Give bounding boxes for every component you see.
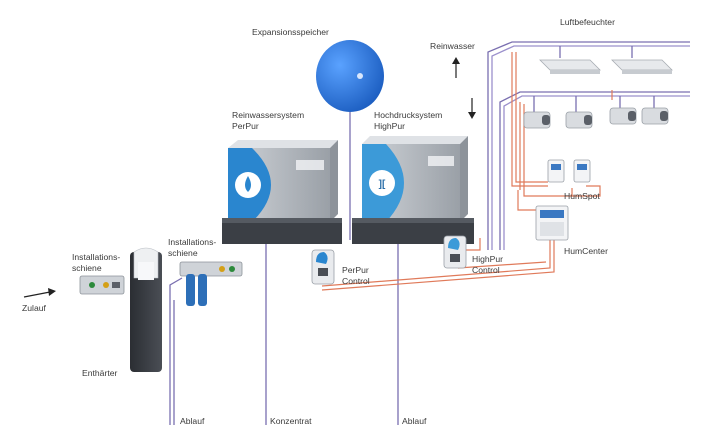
label-expansion-tank: Expansionsspeicher bbox=[252, 27, 329, 37]
label-perpur-control-line1: PerPur bbox=[342, 265, 369, 275]
label-highpur-system-name: HighPur bbox=[374, 121, 406, 131]
pure-water-pipes bbox=[169, 41, 690, 425]
flow-arrow-down bbox=[468, 98, 476, 119]
label-humspot: HumSpot bbox=[564, 191, 600, 201]
humidifier-top-2 bbox=[611, 59, 673, 74]
humidifier-lower-2 bbox=[565, 111, 593, 129]
humspot-sensor-1 bbox=[547, 159, 565, 183]
humidifier-lower-1 bbox=[523, 111, 551, 129]
flow-arrow-up bbox=[452, 57, 460, 78]
label-rail-middle-line1: Installations- bbox=[168, 237, 217, 247]
highpur-system-unit: ][ bbox=[352, 136, 474, 244]
label-perpur-system: Reinwassersystem bbox=[232, 110, 305, 120]
perpur-system-unit bbox=[222, 140, 342, 244]
label-rail-left-line1: Installations- bbox=[72, 252, 121, 262]
label-humcenter: HumCenter bbox=[564, 246, 608, 256]
label-perpur-control-line2: Control bbox=[342, 276, 370, 286]
svg-text:][: ][ bbox=[379, 179, 386, 190]
inlet-arrow bbox=[23, 288, 56, 298]
humidifier-lower-4 bbox=[641, 107, 669, 125]
label-inlet: Zulauf bbox=[22, 303, 46, 313]
humspot-sensor-2 bbox=[573, 159, 591, 183]
label-softener: Enthärter bbox=[82, 368, 118, 378]
installation-rail-left bbox=[79, 275, 125, 295]
label-concentrate: Konzentrat bbox=[270, 416, 312, 426]
installation-rail-middle bbox=[179, 261, 243, 306]
label-highpur-control-line1: HighPur bbox=[472, 254, 504, 264]
label-pure-water: Reinwasser bbox=[430, 41, 475, 51]
label-rail-middle-line2: schiene bbox=[168, 248, 198, 258]
label-drain-2: Ablauf bbox=[402, 416, 427, 426]
humidifier-top-1 bbox=[539, 59, 601, 74]
label-perpur-system-name: PerPur bbox=[232, 121, 259, 131]
humcenter-panel bbox=[535, 205, 569, 241]
label-highpur-control-line2: Control bbox=[472, 265, 500, 275]
softener-unit bbox=[130, 247, 162, 372]
control-cables bbox=[321, 52, 613, 291]
humidifier-lower-3 bbox=[609, 107, 637, 125]
perpur-control-unit bbox=[311, 249, 335, 285]
label-rail-left-line2: schiene bbox=[72, 263, 102, 273]
highpur-control-unit bbox=[443, 235, 467, 269]
expansion-tank bbox=[316, 40, 384, 112]
label-highpur-system: Hochdrucksystem bbox=[374, 110, 443, 120]
label-drain-1: Ablauf bbox=[180, 416, 205, 426]
label-humidifiers: Luftbefeuchter bbox=[560, 17, 615, 27]
